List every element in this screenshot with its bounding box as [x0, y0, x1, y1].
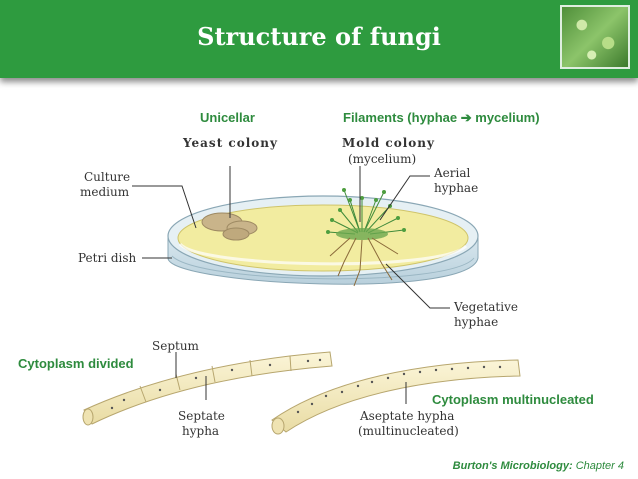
mold-colony-label: Mold colony: [342, 136, 435, 150]
medium-label: medium: [80, 185, 130, 199]
leader-lines: [132, 166, 450, 309]
yeast-colony: [201, 212, 258, 241]
source-chapter: Chapter 4: [575, 460, 624, 472]
septate-hypha-label: hypha: [182, 424, 220, 438]
unicellular-label: Unicellar: [200, 110, 255, 125]
aseptate-hypha-label: Aseptate hypha: [360, 409, 455, 423]
vegetative-hyphae-label: hyphae: [454, 315, 499, 329]
septate-label: Septate: [178, 409, 225, 423]
petri-dish-label: Petri dish: [78, 251, 137, 265]
hypha-leader-lines: [175, 352, 407, 404]
septate-hypha: [82, 351, 333, 426]
culture-medium: [177, 204, 469, 272]
aseptate-hypha: [271, 359, 521, 435]
filaments-label: Filaments (hyphae ➔ mycelium): [343, 110, 540, 125]
aerial-hyphae-label: hyphae: [434, 181, 479, 195]
multinucleated-label: (multinucleated): [358, 424, 459, 438]
septum-label: Septum: [152, 339, 199, 353]
yeast-colony-label: Yeast colony: [183, 136, 278, 150]
slide-title: Structure of fungi: [197, 22, 441, 51]
source-citation: Burton's Microbiology: Chapter 4: [453, 460, 624, 472]
culture-label: Culture: [84, 170, 131, 184]
fungi-thumbnail-image: [560, 5, 630, 69]
cytoplasm-multinucleated-label: Cytoplasm multinucleated: [432, 392, 594, 407]
cytoplasm-divided-label: Cytoplasm divided: [18, 356, 134, 371]
aerial-label: Aerial: [434, 166, 471, 180]
mycelium-label: (mycelium): [348, 152, 417, 166]
petri-dish: [167, 195, 479, 285]
source-title: Burton's Microbiology:: [452, 460, 573, 472]
vegetative-label: Vegetative: [454, 300, 518, 314]
header-bar: Structure of fungi: [0, 0, 638, 78]
